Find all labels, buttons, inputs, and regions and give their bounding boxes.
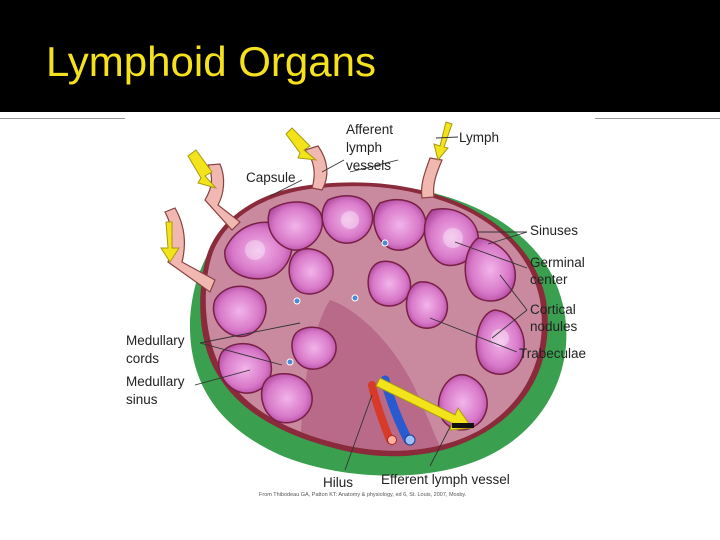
- label-medullary-cords-2: cords: [126, 351, 159, 366]
- figure-credit: From Thibodeau GA, Patton KT: Anatomy & …: [259, 492, 467, 498]
- label-cortical-1: Cortical: [530, 302, 576, 317]
- cortical-nodules: [212, 195, 525, 431]
- label-efferent: Efferent lymph vessel: [381, 472, 510, 487]
- lymph-flow-arrows: [160, 121, 474, 431]
- label-medullary-cords-1: Medullary: [126, 333, 185, 348]
- lymph-node-diagram: Afferent lymph vessels Lymph Capsule Sin…: [126, 121, 586, 498]
- label-germinal-1: Germinal: [530, 255, 585, 270]
- label-medullary-sinus-1: Medullary: [126, 374, 185, 389]
- label-cortical-2: nodules: [530, 319, 578, 334]
- leader-lines: [194, 136, 528, 471]
- label-afferent-1: Afferent: [346, 122, 393, 137]
- label-trabeculae: Trabeculae: [519, 346, 586, 361]
- small-vessels: [286, 239, 389, 366]
- label-sinuses: Sinuses: [530, 223, 578, 238]
- right-rule: [595, 118, 720, 119]
- label-lymph: Lymph: [459, 130, 499, 145]
- title-bar: Lymphoid Organs: [0, 0, 720, 112]
- label-afferent-3: vessels: [346, 158, 391, 173]
- label-medullary-sinus-2: sinus: [126, 392, 158, 407]
- slide-title: Lymphoid Organs: [46, 38, 376, 85]
- label-capsule: Capsule: [246, 170, 296, 185]
- label-hilus: Hilus: [323, 475, 353, 490]
- left-rule: [0, 118, 125, 119]
- label-afferent-2: lymph: [346, 140, 382, 155]
- label-germinal-2: center: [530, 272, 568, 287]
